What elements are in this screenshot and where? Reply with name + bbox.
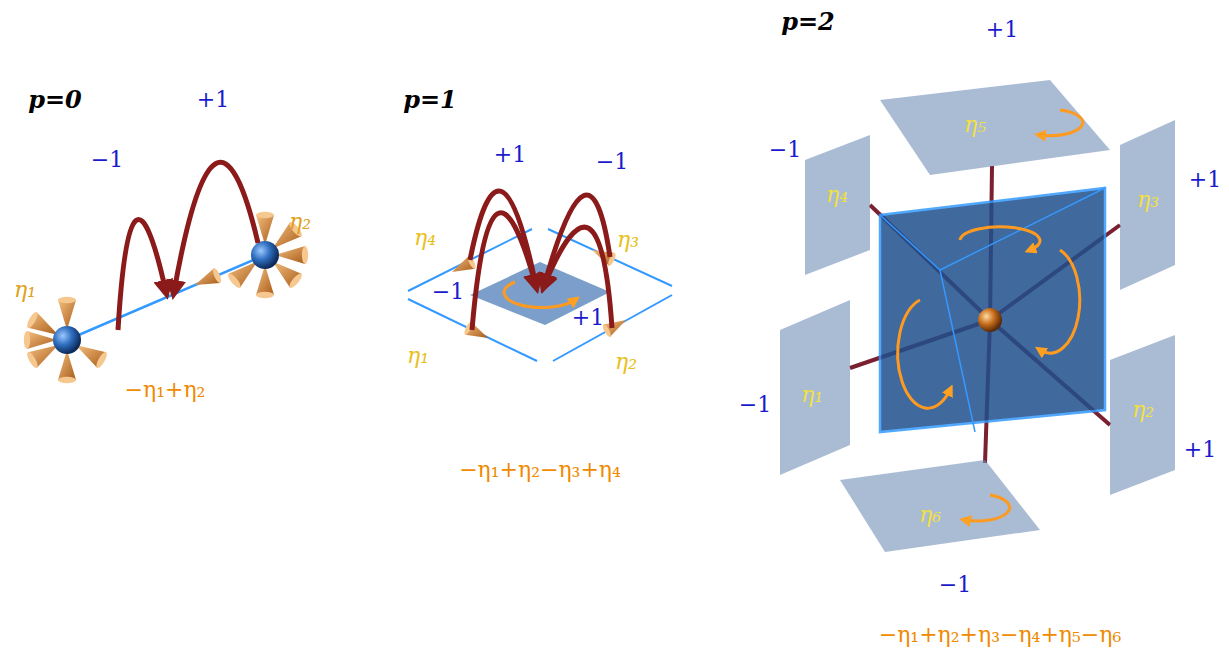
cone-base: [226, 272, 242, 290]
cone-base: [256, 292, 274, 298]
eta-label: η₂: [1132, 398, 1154, 422]
cone-base: [58, 297, 76, 303]
eta-label: η₄: [414, 226, 436, 250]
sign-label: −1: [939, 573, 971, 597]
panel-title: p=0: [28, 87, 82, 113]
rod-group: [850, 166, 1120, 463]
cone-base: [256, 212, 274, 218]
cone-base: [25, 311, 39, 330]
cone-arrow: [58, 300, 76, 330]
circulation-arrow: [965, 495, 1010, 521]
cone-arrow: [58, 350, 76, 380]
cone-base: [24, 331, 30, 349]
cone-group: [24, 212, 308, 383]
formula: −η₁+η₂: [125, 378, 206, 402]
plaquette: [408, 191, 672, 361]
sign-label: −1: [739, 393, 771, 417]
cone-arrow: [256, 265, 274, 295]
circulation-arrow: [898, 300, 950, 408]
hop-arc: [472, 213, 536, 330]
cone-arrow: [275, 246, 305, 264]
eta-label: η₅: [964, 113, 986, 137]
site-sphere: [251, 241, 279, 269]
sign-label: +1: [1189, 168, 1221, 192]
sign-label: +1: [572, 306, 604, 330]
face-plane: [780, 300, 850, 475]
face-plane: [840, 460, 1040, 552]
site-sphere: [53, 326, 81, 354]
hop-arc: [470, 191, 536, 286]
face-plane: [1110, 335, 1175, 495]
eta-label: η₂: [615, 350, 637, 374]
sign-label: −1: [91, 148, 123, 172]
cone-arrow: [27, 331, 57, 349]
circulation-arrow: [504, 282, 575, 308]
eta-label: η₁: [407, 344, 429, 368]
face-plane: [805, 135, 870, 275]
sign-label: −1: [769, 138, 801, 162]
formula: −η₁+η₂−η₃+η₄: [459, 458, 621, 482]
sign-label: +1: [986, 18, 1018, 42]
link-line: [67, 255, 265, 340]
sign-label: +1: [1184, 438, 1216, 462]
eta-label: η₃: [1137, 188, 1159, 212]
sign-label: +1: [494, 143, 526, 167]
cube-edge: [880, 188, 1105, 270]
cone-base: [287, 272, 303, 290]
cone-base: [302, 246, 308, 264]
cube-face: [880, 188, 1105, 432]
cube-edge: [940, 270, 975, 432]
eta-label: η₃: [617, 228, 639, 252]
eta-label: η₁: [801, 383, 823, 407]
center-sphere: [978, 308, 1002, 332]
panel-title: p=1: [403, 87, 457, 113]
sign-label: +1: [197, 88, 229, 112]
circulation-arrow: [960, 227, 1040, 250]
vertex-pair: [24, 162, 308, 383]
sign-label: −1: [596, 150, 628, 174]
cone-base: [211, 267, 222, 284]
eta-label: η₄: [826, 183, 848, 207]
cube-cell: [780, 80, 1175, 552]
face-plane: [880, 80, 1110, 175]
panel-title: p=2: [781, 9, 835, 35]
hop-arc: [118, 220, 166, 330]
face-plane: [1120, 120, 1175, 290]
formula: −η₁+η₂+η₃−η₄+η₅−η₆: [879, 623, 1122, 647]
eta-label: η₆: [919, 503, 941, 527]
cone-base: [25, 351, 39, 370]
cone-base: [58, 377, 76, 383]
eta-label: η₁: [14, 278, 36, 302]
circulation-arrow: [1040, 250, 1080, 353]
hop-arc: [174, 162, 258, 292]
cone-base: [94, 351, 108, 370]
circulation-arrow: [1040, 110, 1083, 136]
eta-label: η₂: [289, 210, 311, 234]
sign-label: −1: [432, 280, 464, 304]
